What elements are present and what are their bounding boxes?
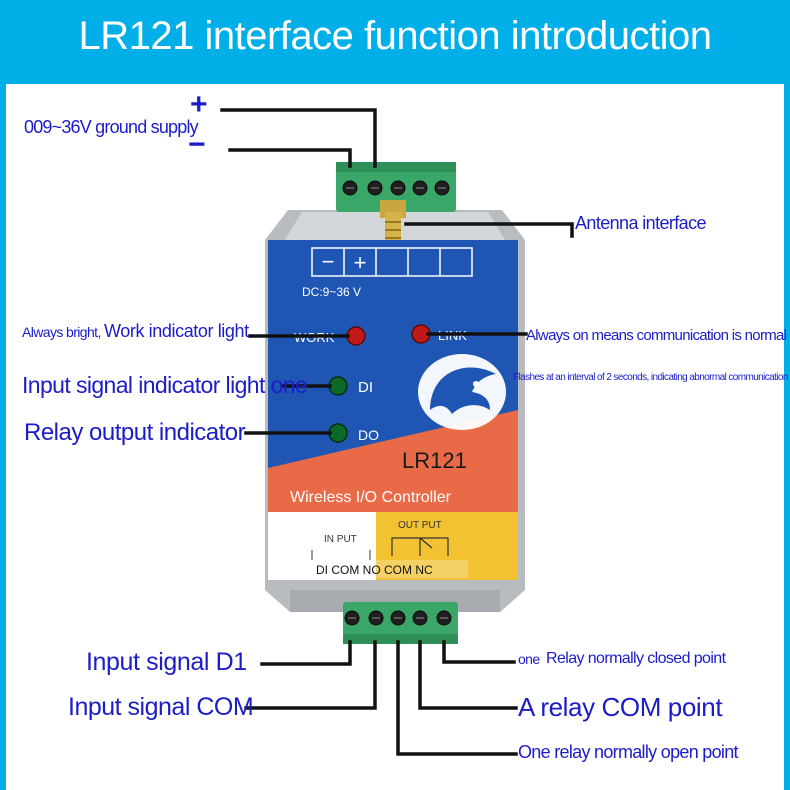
panel-input-area <box>268 512 376 580</box>
do-light-callout: Relay output indicator <box>24 419 246 446</box>
wire-minus <box>228 148 352 168</box>
wire-relay-com <box>418 640 518 710</box>
terminal-minus-label: − <box>322 249 335 274</box>
input-label: IN PUT <box>324 534 357 545</box>
product-name-label: Wireless I/O Controller <box>290 489 452 506</box>
front-panel: − + DC:9~36 V WORK LINK DI DO LR121 Wire… <box>268 240 518 580</box>
brand-logo <box>418 354 506 430</box>
page-title: LR121 interface function introduction <box>78 14 712 58</box>
input-com-callout: Input signal COM <box>68 693 254 721</box>
frame-right-border <box>784 84 790 790</box>
wire-relay-nc <box>442 640 516 664</box>
di-label: DI <box>358 379 373 396</box>
output-label: OUT PUT <box>398 520 442 531</box>
antenna-callout: Antenna interface <box>575 213 707 233</box>
bottom-terminal-block <box>343 602 458 644</box>
power-supply-callout: 009~36V ground supply <box>24 117 199 137</box>
link-flash-callout: Flashes at an interval of 2 seconds, ind… <box>513 372 788 383</box>
link-light-callout: Always on means communication is normal <box>526 327 787 344</box>
relay-no-callout: One relay normally open point <box>518 742 739 762</box>
relay-nc-callout: Relay normally closed point <box>546 650 726 667</box>
terminal-marking-strip <box>311 247 473 277</box>
top-terminal-block <box>336 162 456 212</box>
pin-labels: DI COM NO COM NC <box>316 563 433 577</box>
title-banner: LR121 interface function introduction <box>0 0 790 84</box>
wire-antenna <box>404 222 574 238</box>
di-light-callout: Input signal indicator light one <box>22 372 308 398</box>
relay-com-callout: A relay COM point <box>518 692 723 722</box>
frame-left-border <box>0 84 6 790</box>
wire-plus <box>220 108 377 168</box>
work-light-callout: Work indicator light <box>104 321 249 341</box>
relay-nc-prefix-callout: one <box>518 651 540 667</box>
relay-symbol <box>391 537 449 556</box>
do-label: DO <box>358 427 379 443</box>
panel-orange-band <box>268 410 518 512</box>
wire-input-com <box>244 640 377 710</box>
minus-mark: − <box>188 128 206 161</box>
bottom-terminal-bottom <box>343 634 458 644</box>
work-light-prefix-callout: Always bright, <box>22 324 101 340</box>
model-label: LR121 <box>402 448 467 473</box>
input-d1-callout: Input signal D1 <box>86 648 247 676</box>
wire-input-d1 <box>260 640 352 666</box>
voltage-label: DC:9~36 V <box>302 285 361 299</box>
terminal-plus-label: + <box>354 250 367 275</box>
wire-relay-no <box>396 640 518 756</box>
plus-mark: + <box>190 88 208 121</box>
top-terminal-top <box>336 162 456 172</box>
